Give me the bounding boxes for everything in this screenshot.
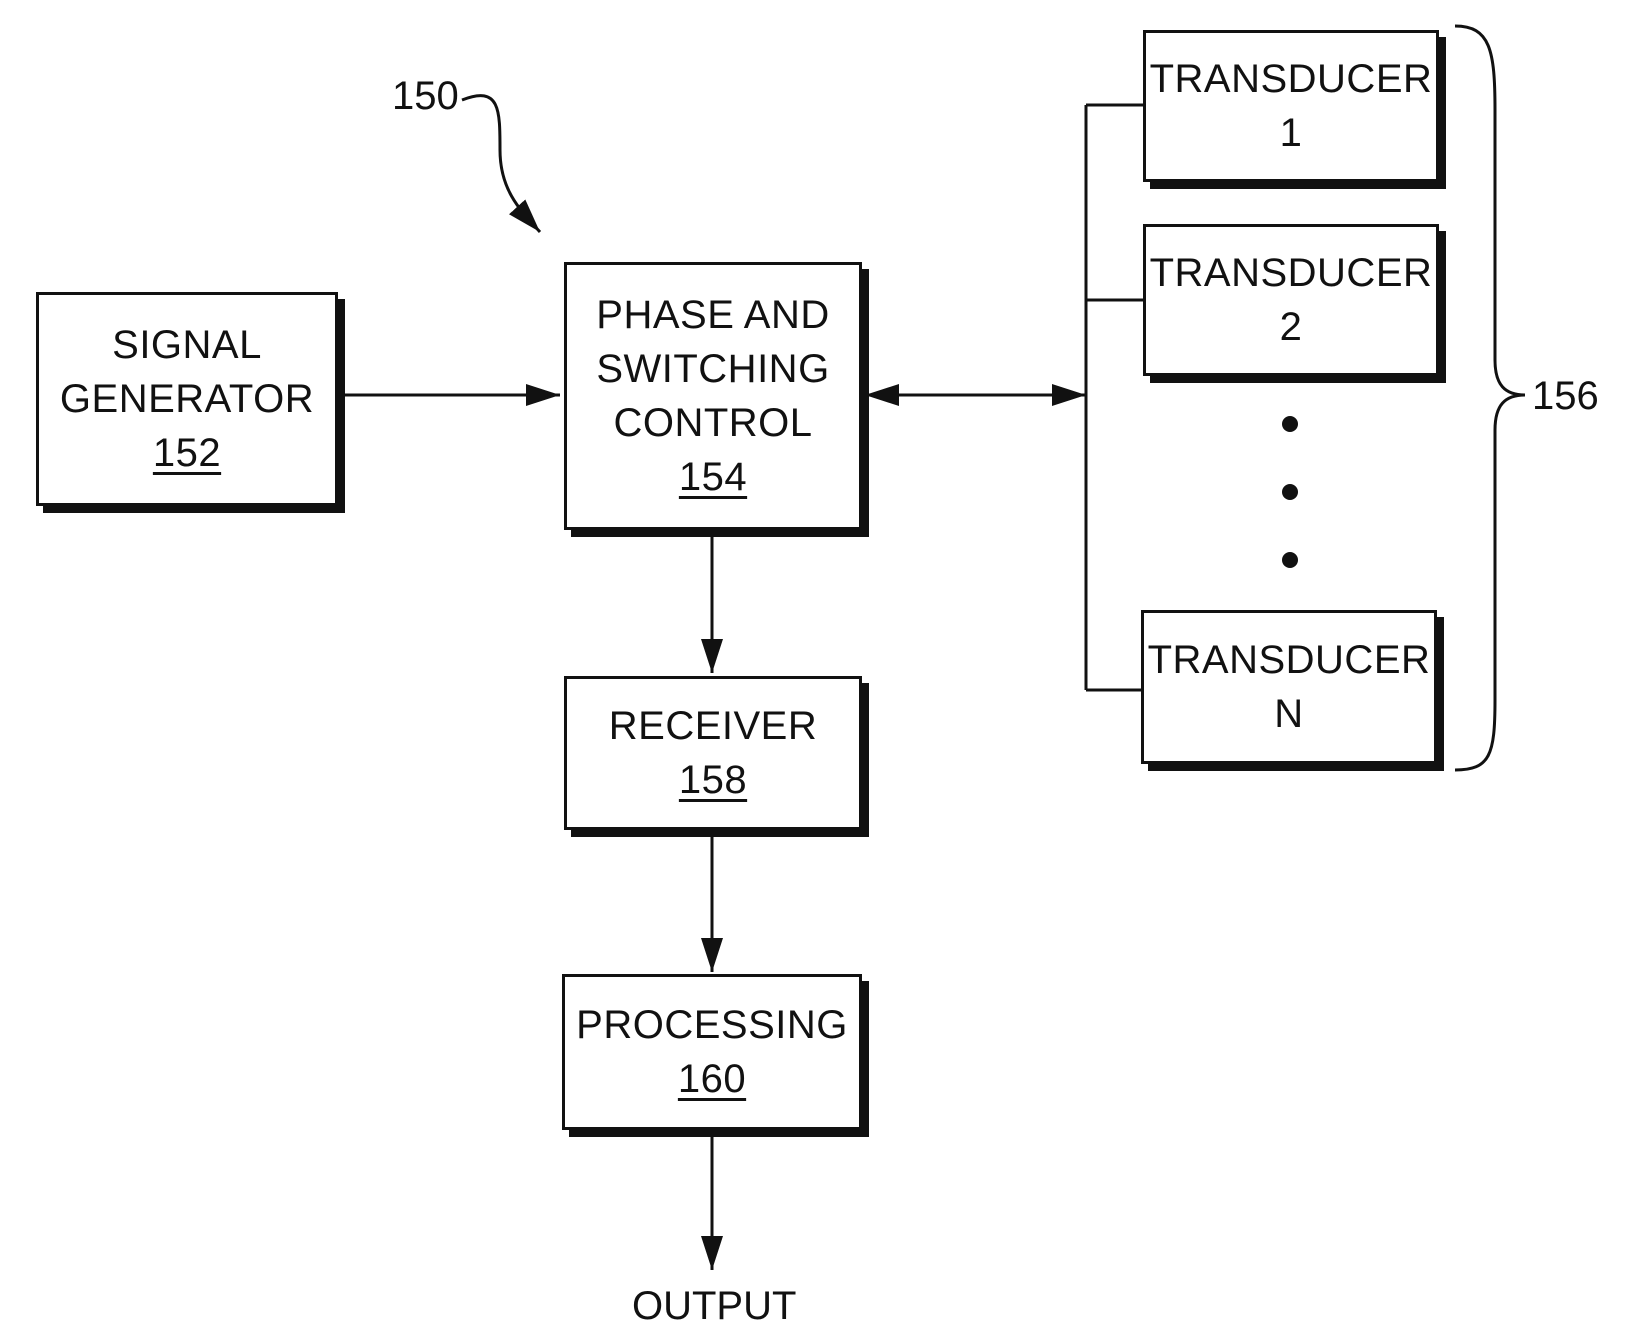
signal-generator-ref: 152 [153,426,221,480]
output-label: OUTPUT [632,1284,796,1328]
transducer-n-block: TRANSDUCER N [1141,610,1437,764]
transducer-n-index: N [1274,687,1303,741]
ellipsis-dot [1282,416,1298,432]
receiver-line1: RECEIVER [609,699,818,753]
ellipsis-dot [1282,552,1298,568]
transducer-2-index: 2 [1280,300,1303,354]
ellipsis-dot [1282,484,1298,500]
receiver-block: RECEIVER 158 [564,676,862,830]
phase-control-line3: CONTROL [613,396,812,450]
phase-switching-control-block: PHASE AND SWITCHING CONTROL 154 [564,262,862,530]
signal-generator-line1: SIGNAL [112,318,262,372]
transducer-n-name: TRANSDUCER [1148,633,1431,687]
transducer-1-block: TRANSDUCER 1 [1143,30,1439,182]
transducer-group-ref-label: 156 [1532,374,1599,418]
signal-generator-block: SIGNAL GENERATOR 152 [36,292,338,506]
transducer-1-name: TRANSDUCER [1150,52,1433,106]
processing-line1: PROCESSING [576,998,848,1052]
phase-control-line2: SWITCHING [596,342,829,396]
signal-generator-line2: GENERATOR [60,372,314,426]
receiver-ref: 158 [679,753,747,807]
processing-ref: 160 [678,1052,746,1106]
figure-ref-label: 150 [392,74,459,118]
reference-arrow-150 [462,96,540,232]
phase-control-line1: PHASE AND [596,288,829,342]
transducer-2-name: TRANSDUCER [1150,246,1433,300]
transducer-2-block: TRANSDUCER 2 [1143,224,1439,376]
processing-block: PROCESSING 160 [562,974,862,1130]
phase-control-ref: 154 [679,450,747,504]
transducer-1-index: 1 [1280,106,1303,160]
brace-156 [1455,26,1525,770]
